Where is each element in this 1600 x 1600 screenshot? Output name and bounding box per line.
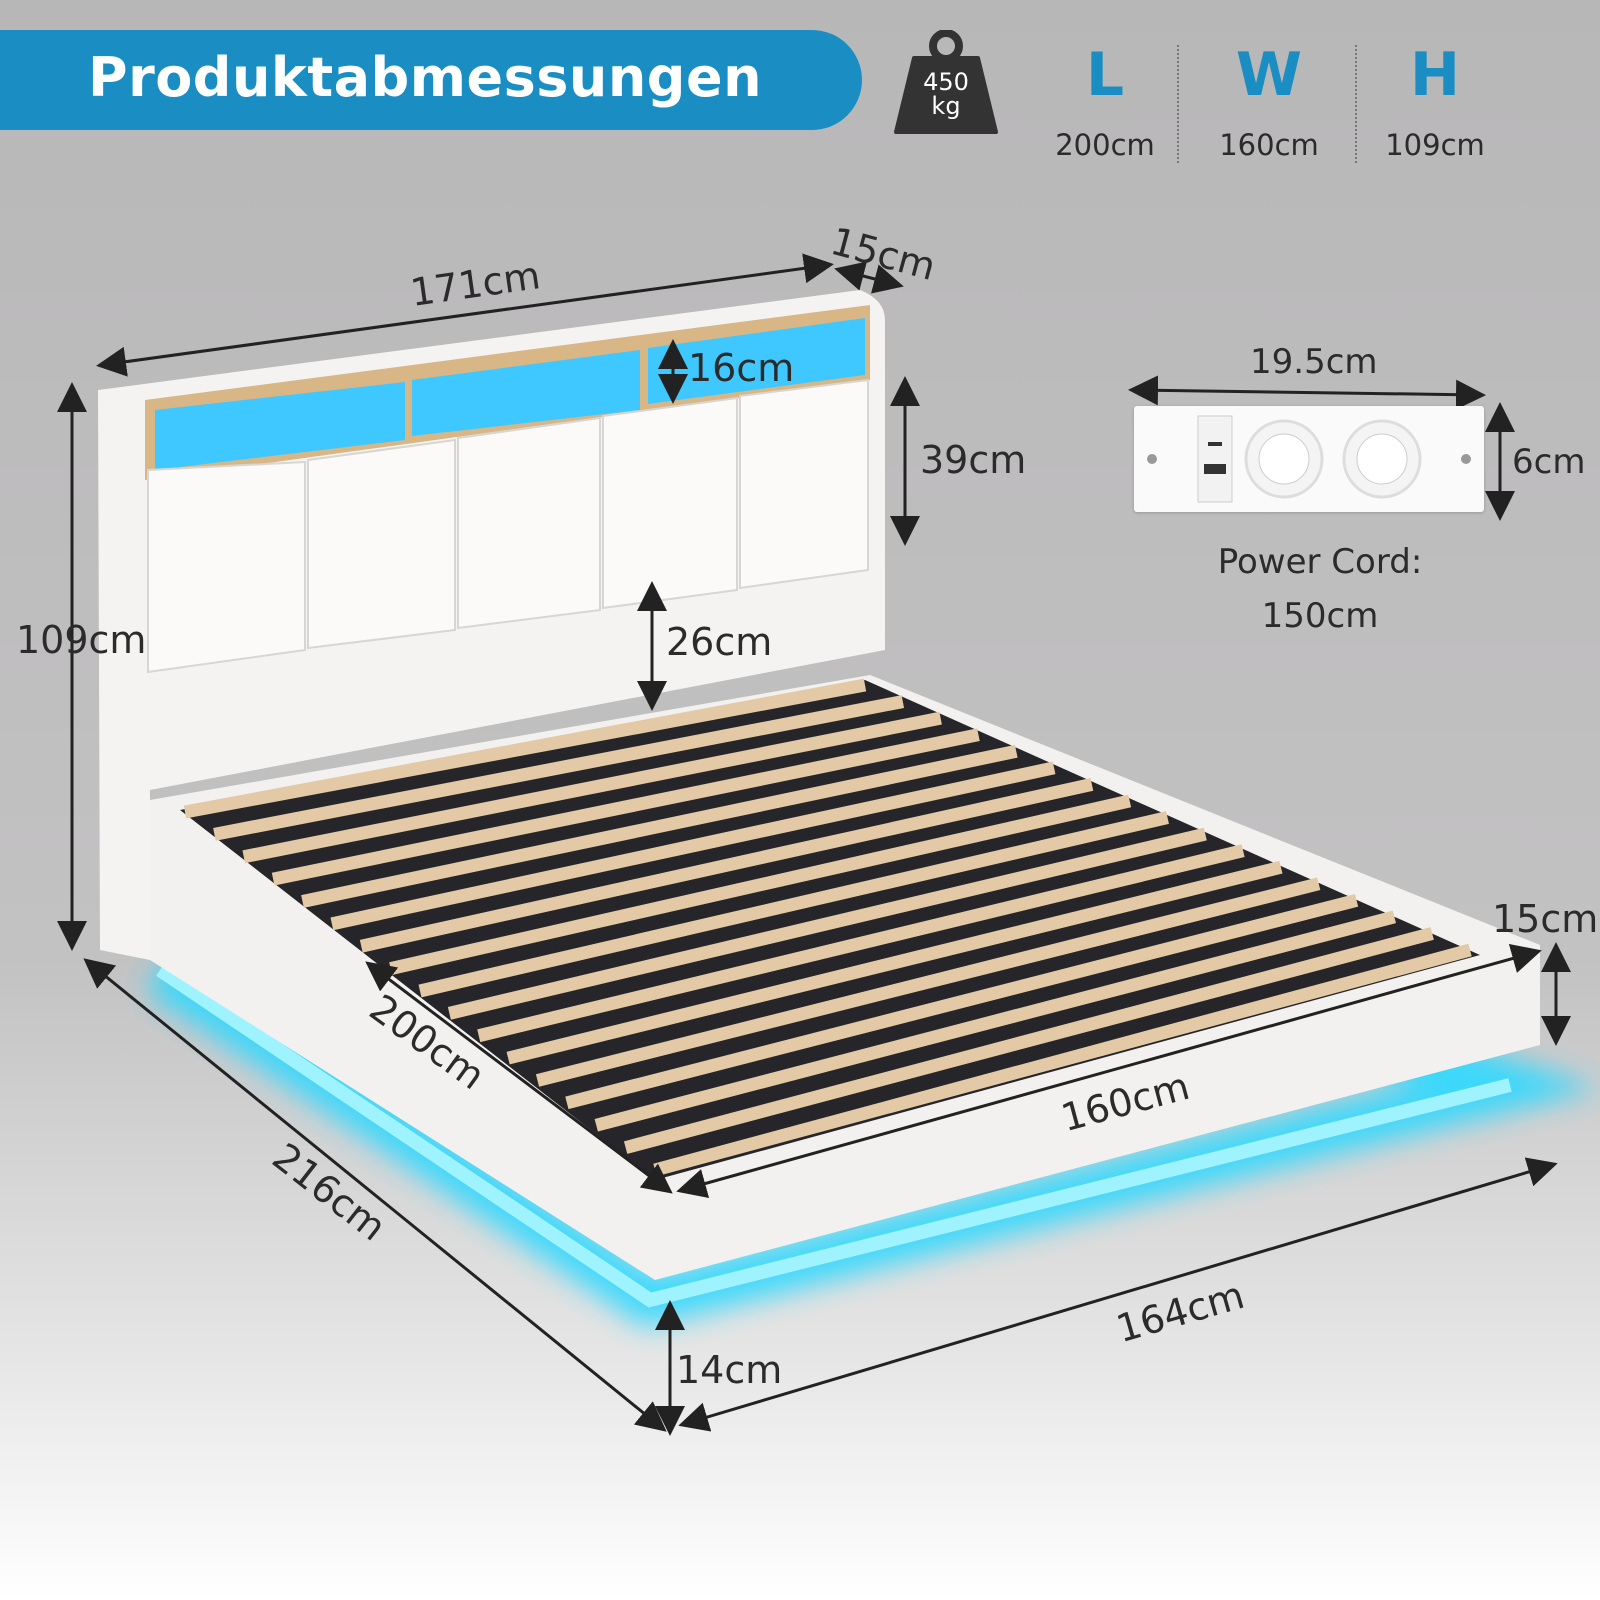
power-strip-height-label: 6cm (1512, 442, 1586, 482)
dimension-letter: L (1085, 40, 1125, 110)
slat (330, 761, 1056, 931)
divider (1355, 45, 1357, 163)
power-strip-width-label: 19.5cm (1250, 342, 1378, 382)
total-height-label: 109cm (16, 618, 147, 662)
slat (301, 744, 1018, 908)
dimension-length: L 200cm (1035, 40, 1175, 162)
dimension-arrows (57, 253, 1571, 1436)
ground-clearance-label: 14cm (676, 1348, 783, 1392)
headboard-panel-height-label: 39cm (920, 438, 1027, 482)
weight-icon (894, 30, 998, 134)
dimension-letter: H (1409, 40, 1461, 110)
divider (1177, 45, 1179, 163)
weight-capacity-text: 450 kg (890, 70, 1002, 118)
power-cord-info: Power Cord: 150cm (1160, 535, 1480, 643)
power-outlets-icon (1147, 415, 1471, 503)
power-cord-length: 150cm (1261, 596, 1379, 636)
power-cord-label: Power Cord: (1217, 542, 1423, 582)
frame-height-label: 15cm (1492, 897, 1599, 941)
page-title: Produktabmessungen (88, 46, 763, 109)
power-strip (1134, 406, 1484, 512)
dimension-value: 200cm (1055, 128, 1155, 162)
dimension-height: H 109cm (1365, 40, 1505, 162)
dimension-letter: W (1235, 40, 1303, 110)
gap-height-label: 26cm (666, 620, 773, 664)
dimension-value: 160cm (1219, 128, 1319, 162)
slat (183, 678, 867, 819)
weight-unit: kg (931, 92, 961, 120)
title-banner: Produktabmessungen (0, 30, 862, 130)
slat (389, 794, 1132, 975)
slat (359, 778, 1094, 953)
dimension-width: W 160cm (1199, 40, 1339, 162)
shelf-height-label: 16cm (688, 346, 795, 390)
dimension-value: 109cm (1385, 128, 1485, 162)
slat (271, 728, 980, 886)
slat (242, 711, 942, 864)
weight-capacity-badge: 450 kg (890, 30, 1002, 136)
slat (213, 695, 905, 841)
weight-value: 450 (923, 68, 969, 96)
